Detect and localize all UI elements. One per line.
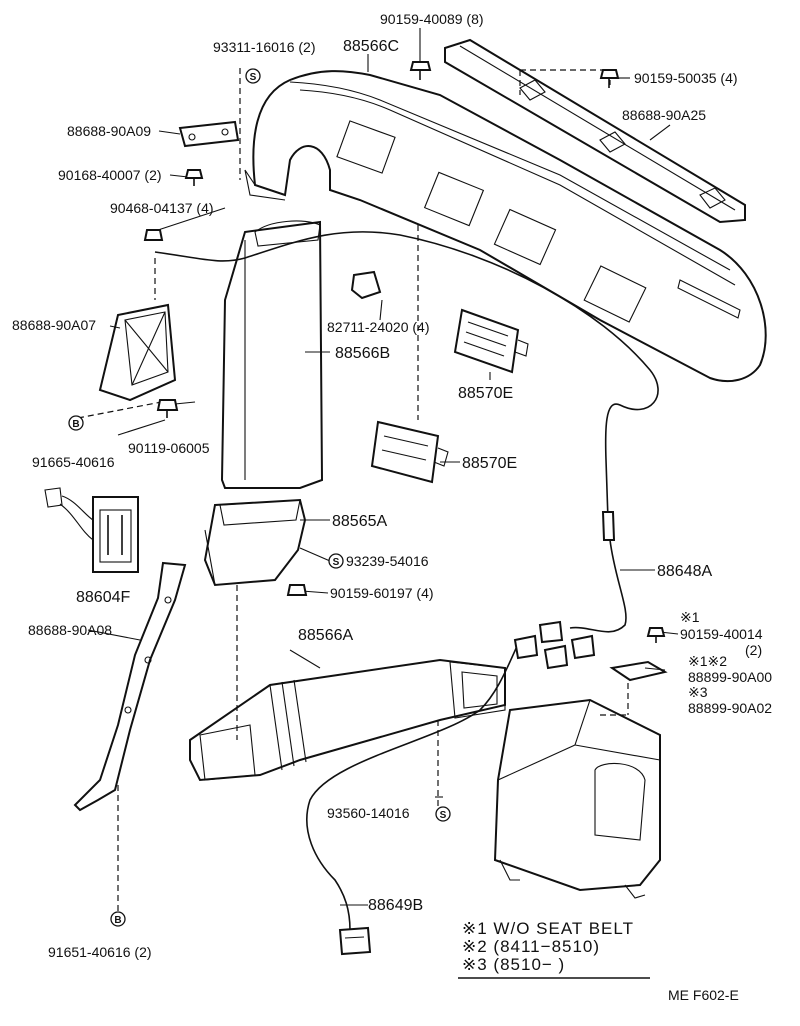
mark-1-90159-40014: ※1 [680, 609, 700, 625]
label-88570E-upper: 88570E [458, 385, 513, 402]
symbol-s-2: S [328, 553, 344, 569]
label-88570E-lower: 88570E [462, 455, 517, 472]
harness-88649B [306, 634, 569, 956]
symbol-b-1: B [68, 415, 84, 431]
label-88688-90A07: 88688-90A07 [12, 317, 96, 333]
label-93560-14016: 93560-14016 [327, 805, 410, 821]
svg-text:B: B [114, 915, 121, 926]
label-91651-40616: 91651-40616 (2) [48, 944, 152, 960]
label-88688-90A08: 88688-90A08 [28, 622, 112, 638]
vent-88570E-lower [370, 420, 449, 484]
duct-88566C [244, 70, 767, 383]
label-88565A: 88565A [332, 513, 387, 530]
label-90159-40089: 90159-40089 (8) [380, 11, 484, 27]
bracket-88688-90A07 [98, 303, 177, 402]
vent-88570E-upper [453, 308, 529, 374]
label-88566C: 88566C [343, 38, 399, 55]
duct-88566B [220, 220, 324, 489]
label-90168-40007: 90168-40007 (2) [58, 167, 162, 183]
note-1: ※1 W/O SEAT BELT [462, 919, 634, 938]
symbol-s-1: S [245, 68, 261, 84]
label-93239-54016: 93239-54016 [346, 553, 429, 569]
duct-88565A [203, 498, 307, 587]
switch-88604F [44, 487, 139, 573]
label-88566A: 88566A [298, 627, 353, 644]
label-90119-06005: 90119-06005 [128, 440, 210, 456]
label-88566B: 88566B [335, 345, 390, 362]
cover-box [493, 698, 661, 899]
plate-88899 [609, 660, 668, 682]
label-90159-40014-qty: (2) [745, 642, 762, 658]
label-93311-16016: 93311-16016 (2) [213, 39, 315, 55]
mark-3: ※3 [688, 684, 708, 700]
svg-text:B: B [72, 419, 79, 430]
label-88899-90A02: 88899-90A02 [688, 700, 772, 716]
label-88649B: 88649B [368, 897, 423, 914]
bracket-88688-90A09 [178, 120, 240, 148]
strap-88688-90A08 [73, 561, 187, 812]
svg-text:S: S [333, 557, 340, 568]
note-2: ※2 (8411−8510) [462, 937, 600, 956]
label-88648A: 88648A [657, 563, 712, 580]
label-90159-60197: 90159-60197 (4) [330, 585, 434, 601]
svg-text:S: S [250, 72, 257, 83]
harness-88648A [154, 231, 659, 660]
label-88688-90A09: 88688-90A09 [67, 123, 151, 139]
svg-text:S: S [440, 810, 447, 821]
label-90159-40014: 90159-40014 [680, 626, 763, 642]
label-90468-04137: 90468-04137 (4) [110, 200, 214, 216]
label-91665-40616: 91665-40616 [32, 454, 115, 470]
clip-82711-24020 [350, 270, 382, 300]
diagram-code: ME F602-E [668, 987, 739, 1003]
fasteners [143, 61, 666, 643]
note-3: ※3 (8510− ) [462, 955, 565, 974]
duct-88566A [189, 658, 506, 782]
label-90159-50035: 90159-50035 (4) [634, 70, 738, 86]
symbol-b-2: B [110, 911, 126, 927]
label-82711-24020: 82711-24020 (4) [327, 319, 429, 335]
dashed-guides [77, 68, 630, 912]
label-88688-90A25: 88688-90A25 [622, 107, 706, 123]
symbol-s-3: S [435, 806, 451, 822]
label-88604F: 88604F [76, 589, 130, 606]
notes-block: ※1 W/O SEAT BELT ※2 (8411−8510) ※3 (8510… [458, 919, 650, 979]
mark-1-2: ※1※2 [688, 653, 727, 669]
label-88899-90A00: 88899-90A00 [688, 669, 772, 685]
